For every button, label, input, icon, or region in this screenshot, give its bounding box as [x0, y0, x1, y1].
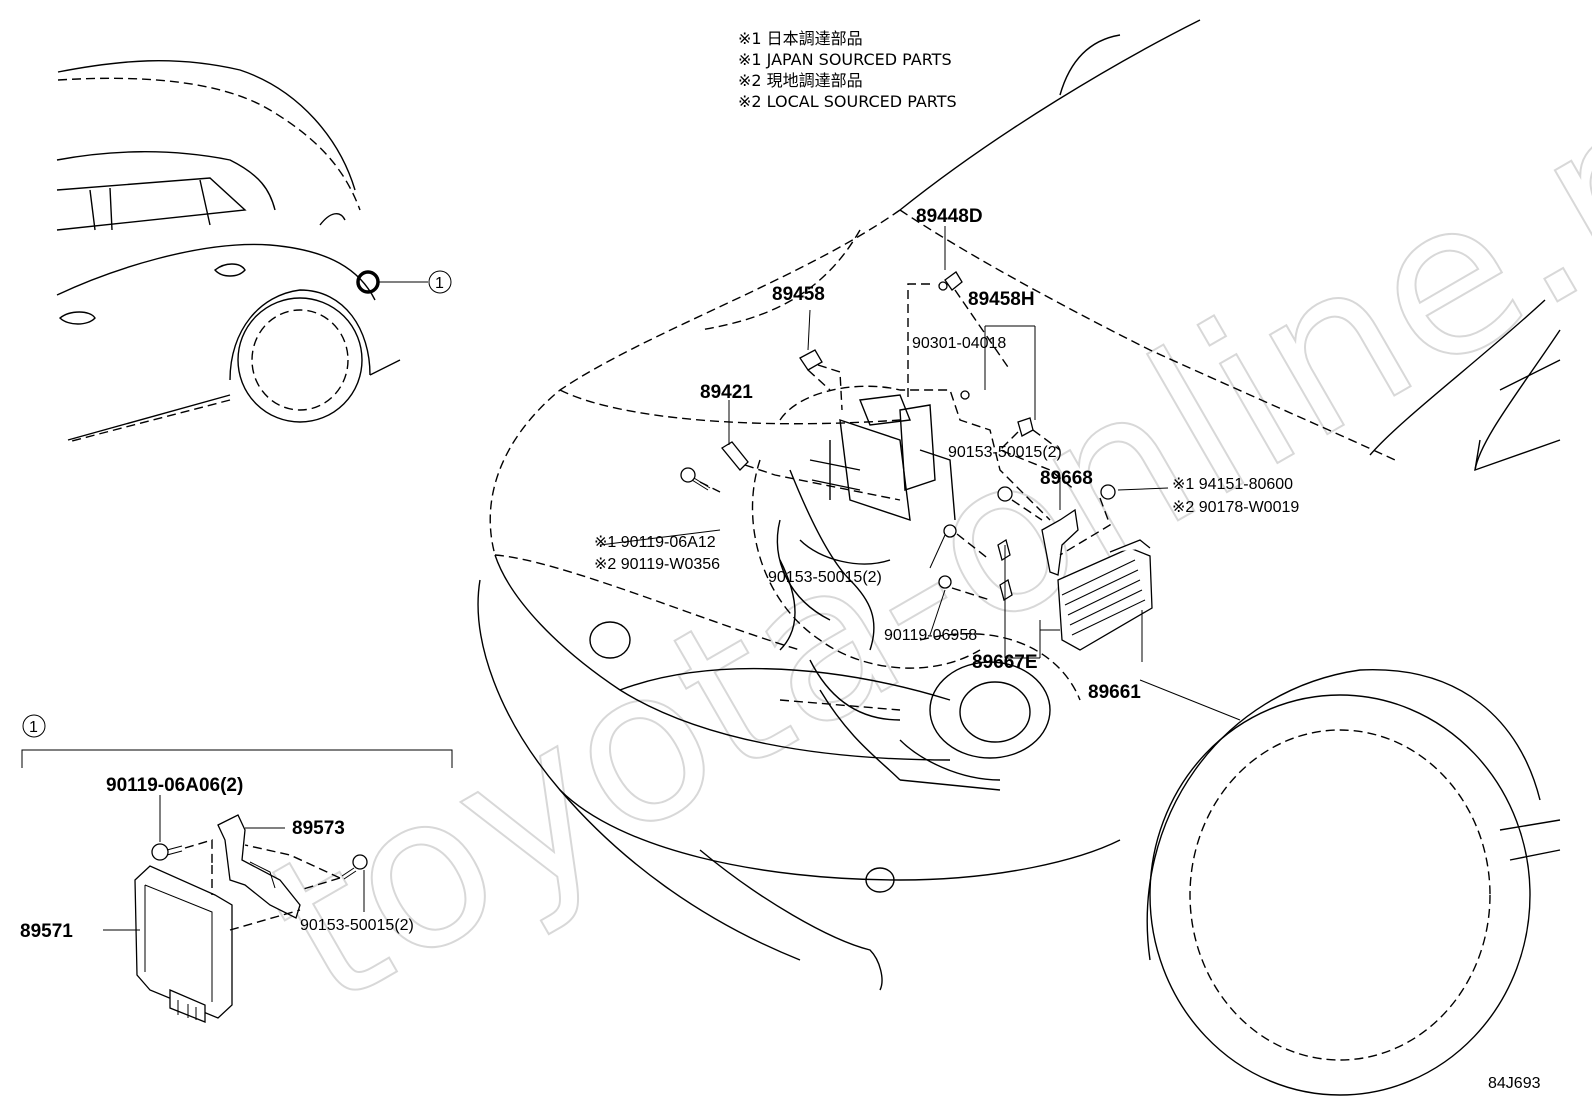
- bolt-90119-06A12: [680, 467, 711, 491]
- label-89573: 89573: [292, 818, 345, 839]
- sensor-module-89571: [134, 865, 233, 1023]
- rear-vehicle-view: 1: [56, 60, 452, 443]
- detail-callout-circle: [22, 714, 46, 738]
- sensor-89458: [799, 349, 823, 371]
- bolt-90153-c: [341, 854, 368, 880]
- notes-block: ※1 日本調達部品 ※1 JAPAN SOURCED PARTS ※2 現地調達…: [738, 29, 957, 111]
- bolt-90153-a: [997, 486, 1013, 502]
- callout-circle: [428, 270, 452, 294]
- label-89458: 89458: [772, 284, 825, 305]
- label-94151-80600: ※1 94151-80600: [1172, 476, 1293, 493]
- label-90178-W0019: ※2 90178-W0019: [1172, 499, 1299, 516]
- watermark: toyota-online.ru: [233, 1, 1592, 1054]
- label-90119-W0356: ※2 90119-W0356: [594, 556, 720, 573]
- bracket-89668: [1041, 508, 1079, 576]
- label-90153-50015-c: 90153-50015(2): [300, 917, 414, 934]
- label-90119-06A12: ※1 90119-06A12: [594, 534, 716, 551]
- engine-assembly: [751, 385, 1051, 791]
- label-89571: 89571: [20, 921, 73, 942]
- note-japan-en: ※1 JAPAN SOURCED PARTS: [738, 50, 952, 69]
- sensor-89667E: [997, 538, 1013, 602]
- label-90119-06958: 90119-06958: [884, 627, 977, 644]
- sensor-89448D: [938, 271, 963, 291]
- detail-callout-number: 1: [29, 719, 38, 736]
- note-local-jp: ※2 現地調達部品: [738, 71, 863, 90]
- label-89667E: 89667E: [972, 652, 1038, 673]
- ecu-89661: [1057, 539, 1153, 651]
- callout-number: 1: [435, 275, 444, 292]
- label-89448D: 89448D: [916, 206, 983, 227]
- label-90153-50015-b: 90153-50015(2): [768, 569, 882, 586]
- bolt-90153-b: [943, 524, 957, 538]
- note-japan-jp: ※1 日本調達部品: [738, 29, 863, 48]
- detail-1: 1 90119-06A06(2) 89573 89571: [20, 714, 453, 1023]
- label-89421: 89421: [700, 382, 753, 403]
- label-89661: 89661: [1088, 682, 1141, 703]
- sensor-89458H: [960, 390, 1034, 437]
- label-90301-04018: 90301-04018: [912, 335, 1006, 352]
- label-89458H: 89458H: [968, 289, 1035, 310]
- sensor-89421: [721, 441, 749, 471]
- diagram-code: 84J693: [1488, 1075, 1541, 1092]
- label-90119-06A06: 90119-06A06(2): [106, 775, 243, 796]
- label-89668: 89668: [1040, 468, 1093, 489]
- part-labels: 89448D 89458 89458H 90301-04018 89421 90…: [594, 206, 1299, 703]
- bracket-89573: [217, 814, 301, 919]
- front-vehicle-view: [477, 19, 1561, 1096]
- nut-94151: [1100, 484, 1116, 500]
- label-90153-50015-a: 90153-50015(2): [948, 444, 1062, 461]
- sensor-location-marker: [356, 270, 380, 294]
- note-local-en: ※2 LOCAL SOURCED PARTS: [738, 92, 957, 111]
- bolt-90119-06A06: [151, 843, 183, 861]
- bolt-90119-06958: [938, 575, 952, 589]
